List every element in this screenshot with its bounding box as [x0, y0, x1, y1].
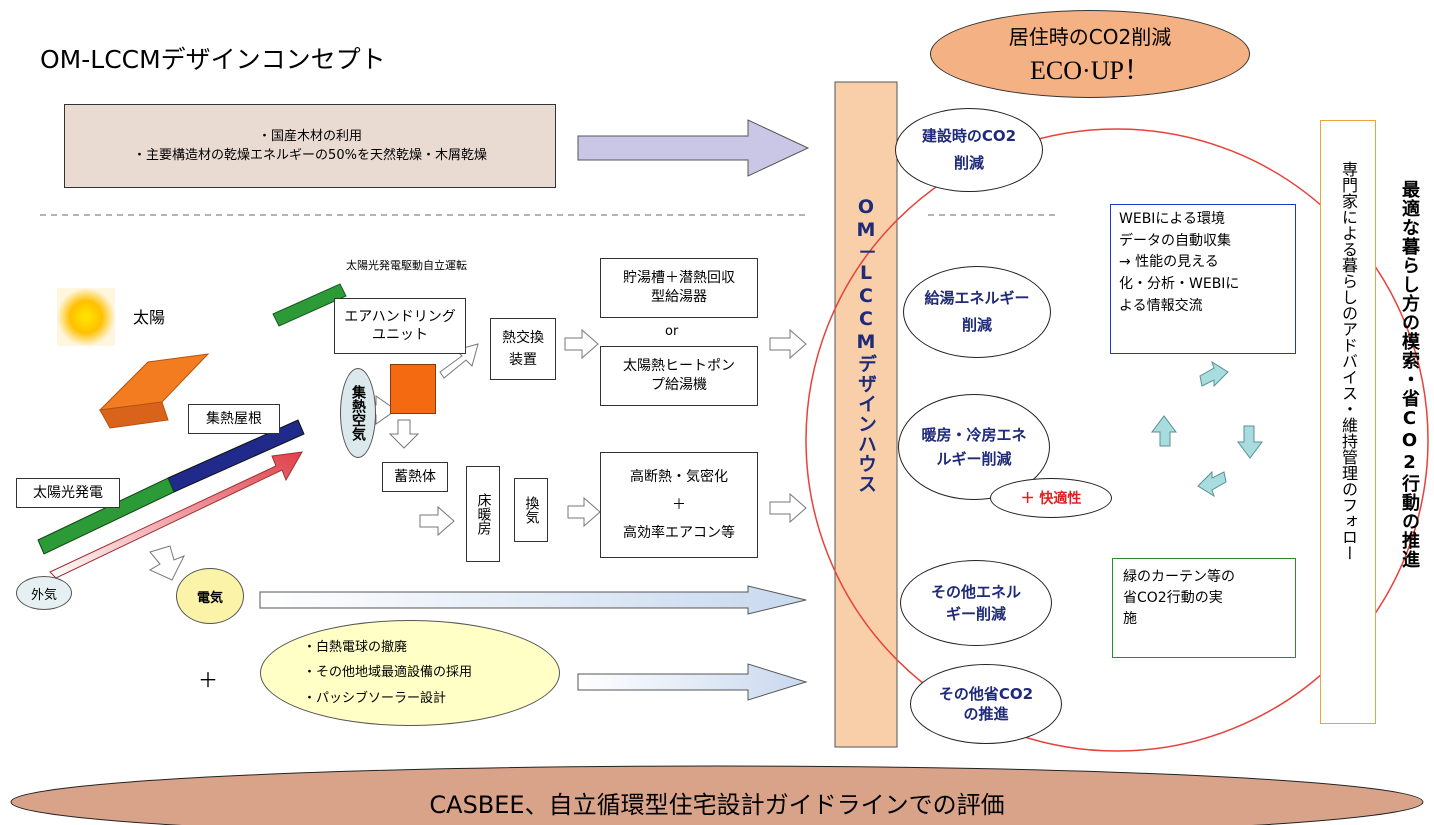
collector-air-text: 集熱空気	[350, 385, 366, 441]
other-energy-reduction: その他エネル ギー削減	[900, 560, 1052, 646]
outside-air: 外気	[16, 576, 72, 610]
wood-box: ・国産木材の利用 ・主要構造材の乾燥エネルギーの50%を天然乾燥・木屑乾燥	[64, 104, 556, 188]
green-curtain-box: 緑のカーテン等の 省CO2行動の実 施	[1112, 558, 1296, 658]
electricity-circle: 電気	[176, 568, 244, 624]
air-handling-unit: エアハンドリング ユニット	[334, 298, 466, 354]
insulation-line1: 高断熱・気密化	[630, 469, 728, 485]
hot-water-option2: 太陽熱ヒートポン プ給湯機	[600, 346, 758, 406]
page-title: OM-LCCMデザインコンセプト	[40, 45, 386, 74]
collector-roof-label: 集熱屋根	[188, 404, 280, 434]
roof-orange	[98, 353, 210, 411]
ahu-block	[390, 364, 436, 414]
wood-line2: ・主要構造材の乾燥エネルギーの50%を天然乾燥・木屑乾燥	[133, 148, 487, 163]
bubble-line1: 居住時のCO2削減	[1008, 25, 1172, 49]
other-co2-promotion: その他省CO2 の推進	[910, 664, 1062, 744]
wood-arrow	[577, 119, 810, 177]
bottom-banner	[10, 765, 1424, 825]
comfort-badge: ＋ 快適性	[990, 478, 1112, 518]
floor-heating: 床暖房	[466, 466, 500, 562]
insulation-box: 高断熱・気密化 ＋ 高効率エアコン等	[600, 452, 758, 558]
construction-reduction: 建設時のCO2 削減	[895, 108, 1043, 192]
expert-box: 専門家による暮らしのアドバイス・維持管理のフォロー	[1320, 120, 1376, 724]
lighting-item1: ・白熱電球の撤廃	[303, 639, 408, 655]
central-pillar-text: OM－LCCMデザインハウス	[855, 196, 877, 494]
ventilation-text: 換気	[523, 496, 540, 524]
central-pillar	[834, 81, 898, 748]
pv-panel-small	[272, 283, 347, 327]
wood-line1: ・国産木材の利用	[257, 128, 362, 144]
right-vertical-text: 最適な暮らし方の模索・省CO2行動の推進	[1399, 180, 1420, 569]
plus-sign: ＋	[198, 668, 218, 692]
heat-storage: 蓄熱体	[382, 462, 448, 492]
co2-reduction-bubble: 居住時のCO2削減 ECO·UP！	[930, 10, 1250, 98]
arrow-ahu-to-exchanger	[439, 343, 479, 379]
ventilation: 換気	[514, 478, 548, 542]
arrow-insulation-to-pillar	[769, 492, 807, 524]
lighting-item3: ・パッシブソーラー設計	[303, 690, 447, 706]
insulation-line2: 高効率エアコン等	[623, 525, 735, 541]
pv-bar	[37, 477, 175, 555]
arrow-vent-to-insulation	[567, 496, 601, 528]
bottom-banner-text: CASBEE、自立循環型住宅設計ガイドラインでの評価	[429, 791, 1005, 819]
heat-exchanger: 熱交換 装置	[490, 318, 556, 380]
insulation-plus: ＋	[672, 497, 686, 513]
arrow-ahu-down	[388, 419, 420, 449]
floor-heating-text: 床暖房	[475, 493, 492, 535]
bubble-line2: ECO·UP！	[1030, 56, 1150, 85]
arrow-exchanger-to-hotwater	[564, 328, 599, 360]
hot-water-or: or	[665, 324, 679, 339]
arrow-storage-to-floor	[419, 505, 455, 537]
hot-water-reduction: 給湯エネルギー 削減	[903, 266, 1051, 358]
down-arrow-electric	[148, 545, 186, 581]
hot-water-option1: 貯湯槽＋潜熱回収 型給湯器	[600, 258, 758, 318]
collector-air: 集熱空気	[340, 368, 376, 458]
heat-arrow	[49, 451, 303, 579]
cycle-arrows	[1151, 360, 1263, 498]
lighting-item2: ・その他地域最適設備の採用	[303, 665, 473, 681]
lighting-ellipse: ・白熱電球の撤廃 ・その他地域最適設備の採用 ・パッシブソーラー設計	[260, 620, 560, 726]
arrow-hotwater-to-pillar	[769, 328, 807, 360]
lighting-arrow	[577, 663, 808, 701]
electric-arrow	[259, 585, 807, 615]
pv-drive-label: 太陽光発電駆動自立運転	[346, 259, 467, 272]
sun-icon	[57, 288, 115, 346]
web-box: WEBIによる環境 データの自動収集 → 性能の見える 化・分析・WEBIに よ…	[1110, 204, 1296, 354]
expert-text: 専門家による暮らしのアドバイス・維持管理のフォロー	[1339, 161, 1358, 561]
red-circle	[805, 128, 1429, 752]
sun-label: 太陽	[133, 308, 166, 327]
pv-label: 太陽光発電	[16, 478, 120, 508]
